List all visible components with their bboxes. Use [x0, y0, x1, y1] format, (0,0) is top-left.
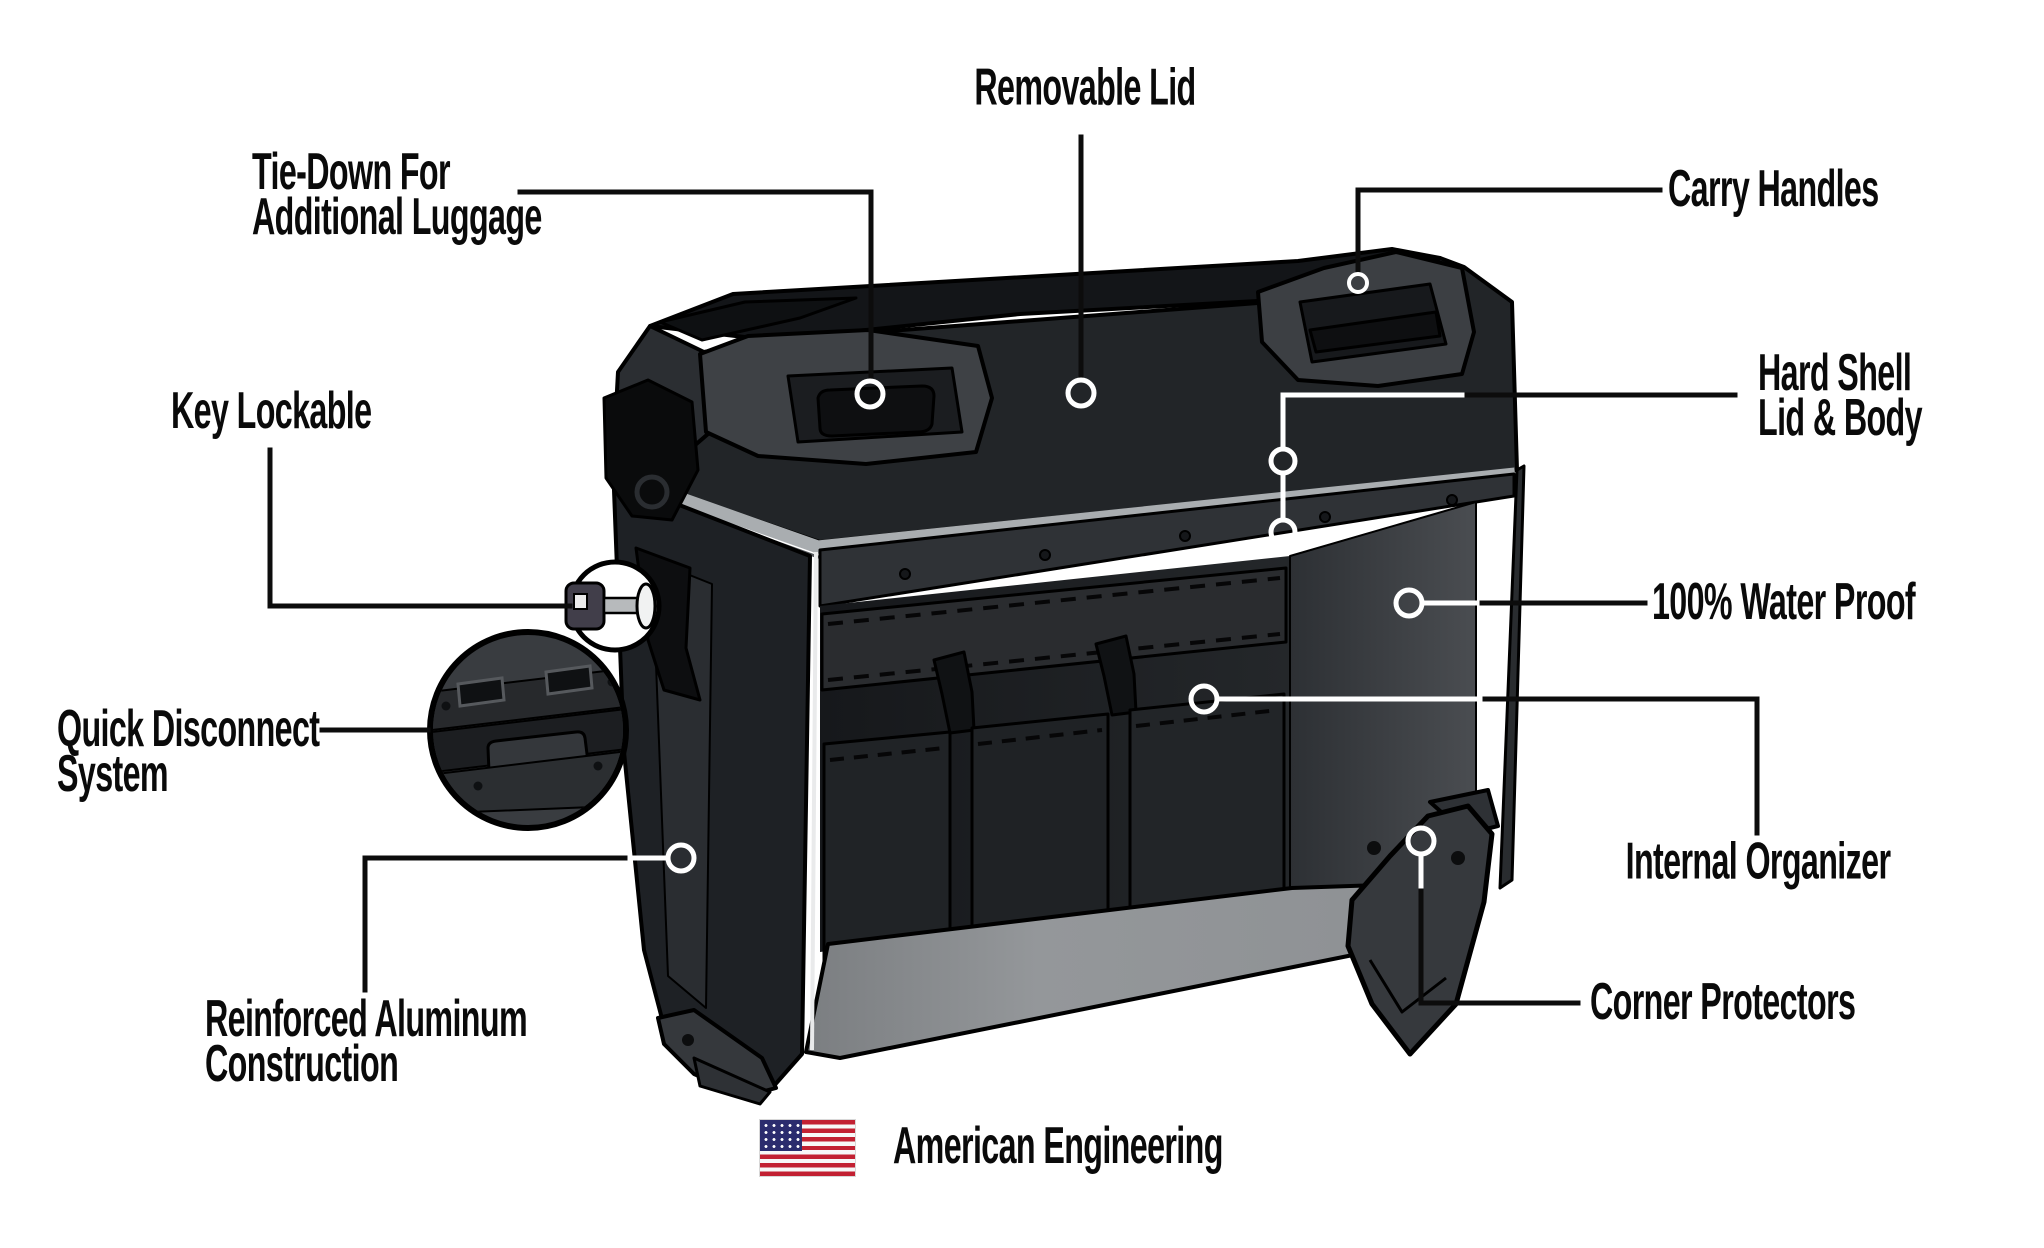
marker-corner-protectors: [1405, 825, 1437, 857]
label-corner-protectors: Corner Protectors: [1590, 973, 1856, 1031]
us-flag-icon: [760, 1120, 855, 1176]
key-lock-detail-circle: [564, 559, 662, 653]
label-tie-down: Tie-Down For Additional Luggage: [252, 143, 542, 246]
callout-line-key-lockable: [267, 447, 573, 609]
label-key-lockable: Key Lockable: [171, 382, 372, 440]
label-internal-organizer: Internal Organizer: [1625, 832, 1891, 891]
key-icon: [564, 581, 657, 631]
callout-line-internal-organizer: [1477, 696, 1760, 836]
label-tie-down-line1: Tie-Down For: [252, 143, 451, 201]
label-reinforced-aluminum: Reinforced Aluminum Construction: [205, 990, 528, 1093]
label-hard-shell-line1: Hard Shell: [1758, 344, 1912, 402]
label-tie-down-line2: Additional Luggage: [252, 188, 542, 246]
tie-down-recess: [698, 328, 994, 466]
marker-reinforced: [665, 842, 697, 874]
label-water-proof: 100% Water Proof: [1652, 573, 1916, 631]
marker-internal-organizer: [1188, 683, 1220, 715]
label-carry-handles: Carry Handles: [1668, 160, 1879, 218]
callout-line-hard-shell-white: [1280, 392, 1465, 449]
callout-line-corner-protectors: [1418, 885, 1581, 1006]
label-quick-disconnect-line1: Quick Disconnect: [57, 700, 320, 758]
callout-line-carry-handles: [1355, 187, 1663, 274]
lid-rear-rail: [658, 296, 858, 342]
label-american-engineering: American Engineering: [893, 1117, 1223, 1175]
right-face: [1498, 464, 1526, 890]
us-flag-canton: [760, 1120, 802, 1151]
label-quick-disconnect: Quick Disconnect System: [57, 700, 320, 803]
quick-disconnect-detail-circle: [427, 629, 629, 831]
corner-protector-left: [656, 1008, 778, 1106]
label-reinforced-line2: Construction: [205, 1035, 399, 1093]
carry-handle: [1256, 250, 1476, 388]
marker-water-proof: [1393, 587, 1425, 619]
marker-removable-lid: [1065, 377, 1097, 409]
marker-hard-shell-body: [1268, 517, 1298, 547]
label-removable-lid: Removable Lid: [974, 58, 1196, 117]
case-illustration: [602, 247, 1526, 1106]
label-reinforced-line1: Reinforced Aluminum: [205, 990, 528, 1048]
marker-tie-down: [854, 378, 886, 410]
marker-hard-shell-lid: [1268, 446, 1298, 476]
label-hard-shell-line2: Lid & Body: [1758, 389, 1923, 447]
label-hard-shell: Hard Shell Lid & Body: [1758, 344, 1923, 447]
callout-line-reinforced: [362, 855, 633, 993]
marker-carry-handles: [1347, 272, 1369, 294]
callout-line-tie-down: [517, 189, 874, 381]
front-corner-edge: [810, 551, 818, 1051]
label-quick-disconnect-line2: System: [57, 745, 169, 803]
